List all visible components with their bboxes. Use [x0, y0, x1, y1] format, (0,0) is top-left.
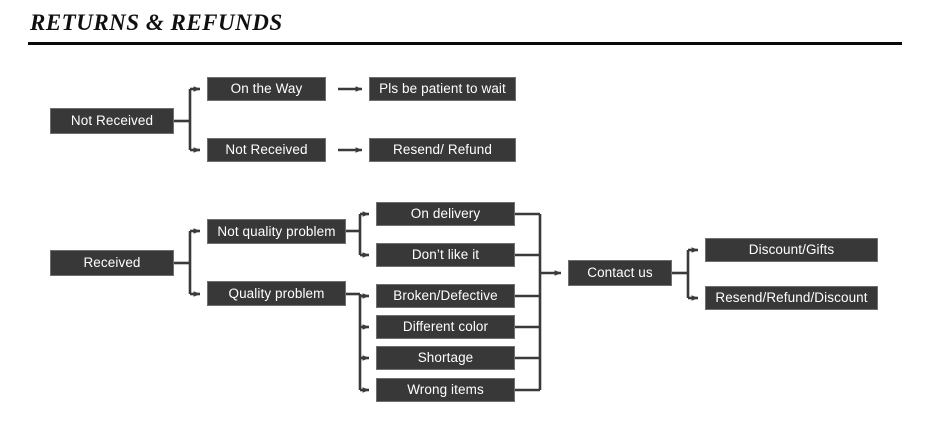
- node-quality-problem[interactable]: Quality problem: [207, 281, 346, 306]
- node-broken-defective[interactable]: Broken/Defective: [376, 284, 515, 308]
- node-dont-like-it[interactable]: Don’t like it: [376, 243, 515, 267]
- node-on-delivery[interactable]: On delivery: [376, 202, 515, 226]
- node-not-received-2[interactable]: Not Received: [207, 138, 326, 162]
- node-not-received[interactable]: Not Received: [50, 108, 174, 134]
- node-received[interactable]: Received: [50, 250, 174, 276]
- node-discount-gifts[interactable]: Discount/Gifts: [705, 238, 878, 262]
- node-contact-us[interactable]: Contact us: [568, 260, 672, 286]
- node-resend-refund-discount[interactable]: Resend/Refund/Discount: [705, 286, 878, 310]
- node-different-color[interactable]: Different color: [376, 315, 515, 339]
- connector-wires: [174, 86, 699, 393]
- diagram-canvas: Not Received On the Way Not Received Pls…: [0, 46, 930, 432]
- node-not-quality-problem[interactable]: Not quality problem: [207, 219, 346, 244]
- node-pls-be-patient[interactable]: Pls be patient to wait: [369, 77, 516, 101]
- page-title: RETURNS & REFUNDS: [30, 10, 283, 35]
- node-on-the-way[interactable]: On the Way: [207, 77, 326, 101]
- page-header: RETURNS & REFUNDS: [0, 0, 930, 46]
- header-divider: [28, 42, 902, 45]
- node-resend-refund[interactable]: Resend/ Refund: [369, 138, 516, 162]
- node-wrong-items[interactable]: Wrong items: [376, 378, 515, 402]
- node-shortage[interactable]: Shortage: [376, 346, 515, 370]
